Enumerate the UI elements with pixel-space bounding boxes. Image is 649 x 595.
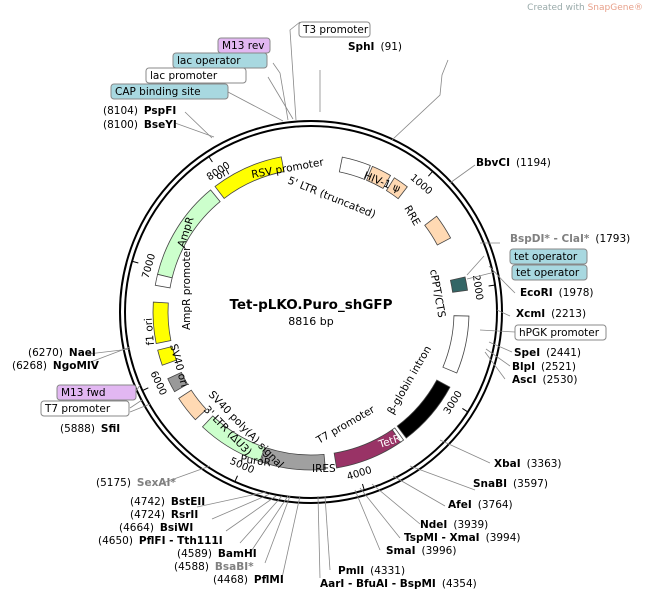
site-asci: AscI(2530) (512, 374, 577, 386)
feature-f1-ori (152, 301, 172, 345)
feature-rre (424, 215, 452, 246)
tick-label: 4000 (346, 465, 374, 483)
boxed-labels: T3 promoter M13 rev lac operator lac pro… (40, 21, 607, 417)
backbone-inner (124, 125, 498, 499)
text-tet-operator-2: tet operator (516, 267, 580, 279)
site-blpi: BlpI(2521) (512, 361, 576, 373)
label-ires: IRES (312, 463, 336, 475)
site-smai: SmaI(3996) (386, 545, 456, 557)
box-lac-promoter (145, 67, 247, 84)
callout-lines (87, 21, 516, 579)
box-t3-promoter (298, 21, 371, 38)
label-rsv-promoter: RSV promoter (250, 156, 325, 181)
feature-sv40-ori (157, 346, 177, 366)
feature-tetr (333, 429, 402, 469)
site-bspdi-clai: BspDI* - ClaI*(1793) (510, 233, 630, 245)
label-5ltr: 5' LTR (truncated) (286, 175, 377, 221)
label-cppt: cPPT/CTS (427, 268, 447, 318)
feature--globin-intron (396, 379, 451, 439)
site-bamhi: (4589)BamHI (177, 548, 257, 560)
site-afei: AfeI(3764) (448, 499, 513, 511)
feature-layer (152, 156, 470, 471)
feature-ampr (157, 189, 221, 279)
snapgene-watermark: Created with SnapGene® (527, 3, 643, 13)
label-t7-promoter-inner: T7 promoter (314, 403, 378, 447)
site-snabi: SnaBI(3597) (473, 478, 548, 490)
feature-t7-promoter (391, 427, 405, 443)
site-pflmi: (4468)PflMI (213, 574, 284, 586)
text-cap-binding-site: CAP binding site (115, 86, 201, 98)
tick-label: 2000 (470, 274, 485, 301)
site-xcmi: XcmI(2213) (516, 308, 586, 320)
tick-mark (427, 171, 433, 177)
site-ecori: EcoRI(1978) (520, 287, 594, 299)
text-tet-operator-1: tet operator (514, 251, 578, 263)
site-xbai: XbaI(3363) (494, 458, 562, 470)
feature-puror (201, 415, 266, 463)
label-f1-ori: f1 ori (143, 317, 157, 345)
feature-hpgk-promoter (442, 315, 470, 374)
feature-sv40-poly-a-signal (167, 371, 189, 393)
text-hpgk-promoter: hPGK promoter (519, 327, 600, 339)
site-bbvci: BbvCI(1194) (476, 157, 551, 169)
site-sexai: (5175)SexAI* (96, 477, 176, 489)
text-lac-operator: lac operator (177, 55, 241, 67)
feature-hiv-1- (385, 177, 408, 200)
tick-mark (132, 260, 139, 264)
feature-ori (214, 156, 285, 199)
tick-mark (488, 284, 495, 287)
site-pflfi-tth111i: (4650)PflFI - Tth111I (98, 535, 223, 547)
site-rsrii: (4724)RsrII (130, 509, 198, 521)
label-rre: RRE (401, 204, 422, 228)
label-ampr-promoter: AmpR promoter (181, 246, 193, 330)
site-sphi: SphI(91) (348, 41, 402, 53)
text-t3-promoter: T3 promoter (302, 24, 369, 36)
site-bsabi: (4588)BsaBI* (174, 561, 254, 573)
site-spei: SpeI(2441) (514, 347, 581, 359)
label-puror: PuroR (240, 453, 272, 469)
box-cap-binding-site (110, 83, 229, 100)
feature-5-ltr-truncated- (366, 165, 392, 189)
feature-ampr-promoter (154, 273, 173, 289)
plasmid-name: Tet-pLKO.Puro_shGFP (229, 297, 392, 313)
site-ngomiv: (6268)NgoMIV (12, 360, 100, 372)
feature-cppt-cts (449, 276, 468, 293)
site-pmli: PmlI(4331) (338, 565, 405, 577)
box-hpgk-promoter (514, 324, 607, 341)
site-ndei: NdeI(3939) (420, 519, 488, 531)
feature-3-ltr-u3- (178, 389, 207, 421)
feature-rsv-promoter (338, 156, 371, 180)
site-sfii: (5888)SfiI (60, 423, 120, 435)
tick-mark (361, 483, 365, 490)
text-lac-promoter: lac promoter (150, 70, 218, 82)
tick-mark (142, 387, 149, 391)
restriction-sites: SphI(91) BbvCI(1194) BspDI* - ClaI*(1793… (12, 41, 630, 590)
text-t7-promoter-outer: T7 promoter (44, 403, 111, 415)
tick-label: 7000 (141, 252, 159, 279)
tick-label: 1000 (408, 172, 434, 197)
site-naei: (6270)NaeI (28, 347, 96, 359)
site-bseyi: (8100)BseYI (103, 119, 177, 131)
plasmid-length: 8816 bp (288, 315, 333, 328)
site-bsteii: (4742)BstEII (130, 496, 205, 508)
site-aari-bfuai-bspmi: AarI - BfuAI - BspMI(4354) (320, 578, 477, 590)
text-m13-fwd: M13 fwd (61, 387, 106, 399)
site-pspfi: (8104)PspFI (103, 105, 176, 117)
box-tet-operator-2 (511, 264, 588, 281)
tick-label: 6000 (147, 370, 168, 398)
label-ori: ori (214, 166, 232, 183)
tick-mark (462, 408, 468, 413)
tick-mark (234, 475, 238, 482)
box-m13-fwd (56, 384, 137, 401)
box-tet-operator-1 (509, 248, 588, 265)
text-m13-rev: M13 rev (222, 40, 265, 52)
site-tspmi-xmai: TspMI - XmaI(3994) (404, 532, 521, 544)
site-bsiwi: (4664)BsiWI (119, 522, 193, 534)
box-t7-promoter-outer (40, 400, 130, 417)
feature-ires (260, 447, 326, 471)
tick-mark (208, 156, 213, 163)
